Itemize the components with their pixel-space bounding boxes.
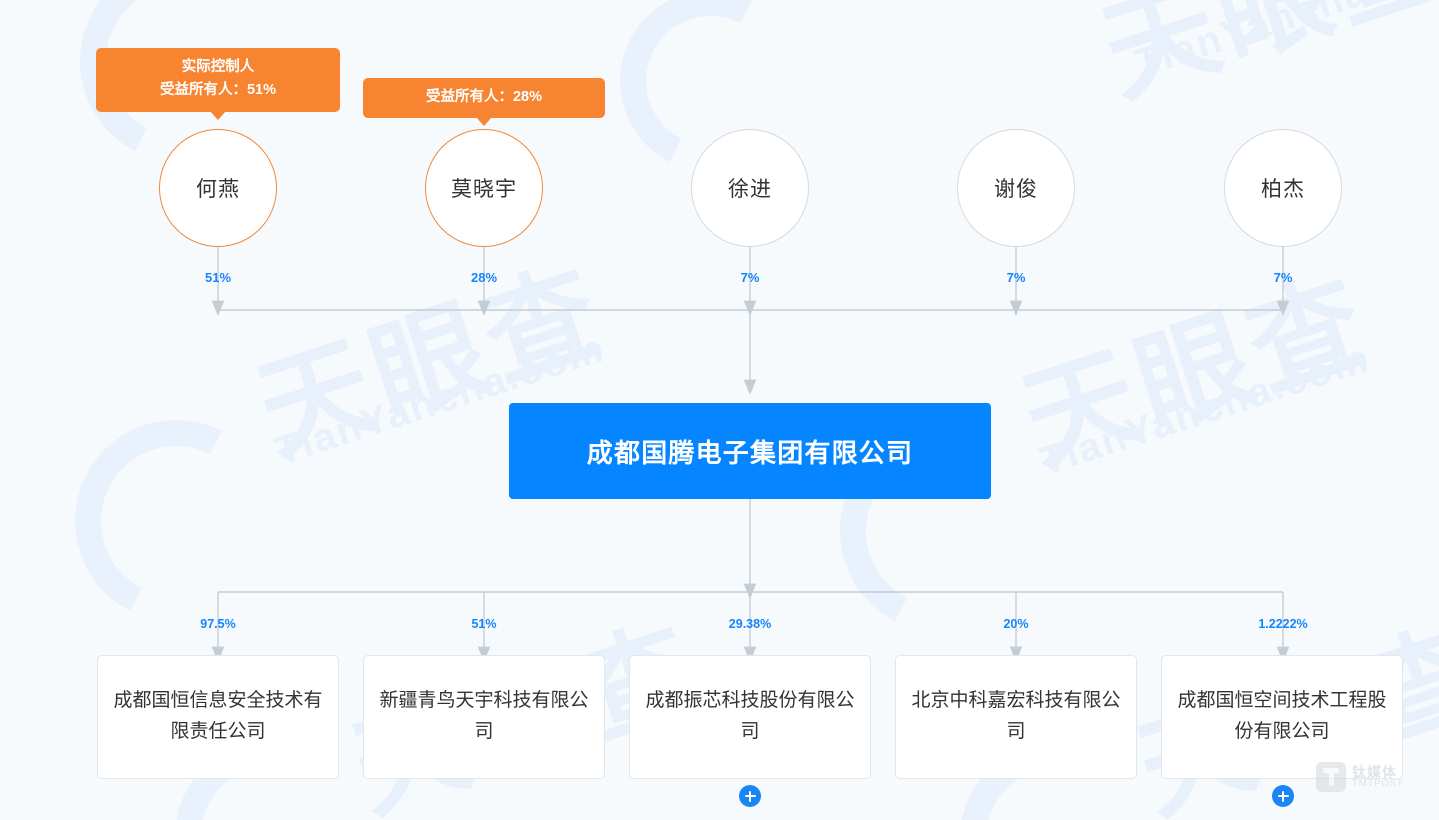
shareholder-name: 莫晓宇: [451, 178, 517, 201]
shareholder-node-xu-jin[interactable]: 徐进: [691, 129, 809, 247]
shareholder-node-he-yan[interactable]: 何燕: [159, 129, 277, 247]
subsidiary-node[interactable]: 成都振芯科技股份有限公司: [629, 655, 871, 779]
badge-pointer-icon: [210, 110, 226, 120]
shareholder-name: 何燕: [196, 178, 240, 201]
subsidiary-node[interactable]: 成都国恒空间技术工程股份有限公司: [1161, 655, 1403, 779]
subsidiary-name: 成都国恒空间技术工程股份有限公司: [1177, 690, 1387, 742]
expand-subsidiary-button[interactable]: [1272, 785, 1294, 807]
shareholder-node-bai-jie[interactable]: 柏杰: [1224, 129, 1342, 247]
tmtpost-logo-icon: [1316, 762, 1346, 792]
shareholder-name: 柏杰: [1261, 178, 1305, 201]
shareholder-percent-label: 51%: [204, 270, 232, 285]
shareholder-percent-label: 7%: [1273, 270, 1293, 285]
tianyancha-logo-watermark-icon: [48, 393, 304, 649]
badge-actual-controller: 实际控制人 受益所有人：51%: [96, 48, 340, 120]
shareholder-name: 谢俊: [994, 178, 1038, 201]
tmtpost-wordmark: 钛媒体 TMTPOST: [1352, 763, 1404, 790]
shareholder-percent-label: 28%: [470, 270, 498, 285]
badge-pointer-icon: [476, 117, 492, 127]
subsidiary-name: 北京中科嘉宏科技有限公司: [911, 690, 1121, 742]
subsidiary-node[interactable]: 成都国恒信息安全技术有限责任公司: [97, 655, 339, 779]
watermark-text-cn: 天眼查: [1008, 257, 1384, 486]
subsidiary-node[interactable]: 北京中科嘉宏科技有限公司: [895, 655, 1137, 779]
shareholder-name: 徐进: [728, 178, 772, 201]
subsidiary-name: 新疆青鸟天宇科技有限公司: [379, 690, 589, 742]
badge-beneficial-owner: 受益所有人：28%: [363, 78, 605, 127]
badge-line-1: 实际控制人: [181, 59, 255, 75]
tmtpost-name-en: TMTPOST: [1352, 778, 1404, 790]
subsidiary-percent-label: 51%: [471, 617, 497, 631]
subsidiary-percent-label: 1.2222%: [1258, 617, 1308, 631]
watermark-text-cn: 天眼查: [1088, 0, 1439, 118]
subsidiary-percent-label: 97.5%: [200, 617, 236, 631]
badge-line-2: 受益所有人：51%: [159, 82, 277, 99]
expand-subsidiary-button[interactable]: [739, 785, 761, 807]
subsidiary-percent-label: 29.38%: [728, 617, 772, 631]
tmtpost-watermark: 钛媒体 TMTPOST: [1316, 762, 1404, 792]
watermark-text-en: TianYancha.com: [1130, 0, 1439, 86]
watermark-text-en: TianYancha.com: [1035, 336, 1375, 484]
subsidiary-name: 成都国恒信息安全技术有限责任公司: [113, 690, 323, 742]
subsidiary-node[interactable]: 新疆青鸟天宇科技有限公司: [363, 655, 605, 779]
shareholder-percent-label: 7%: [1006, 270, 1026, 285]
shareholder-node-xie-jun[interactable]: 谢俊: [957, 129, 1075, 247]
central-company-node[interactable]: 成都国腾电子集团有限公司: [509, 403, 991, 499]
shareholder-node-mo-xiaoyu[interactable]: 莫晓宇: [425, 129, 543, 247]
badge-line-2: 受益所有人：28%: [425, 89, 543, 105]
shareholder-percent-label: 7%: [740, 270, 760, 285]
tmtpost-name-cn: 钛媒体: [1352, 763, 1397, 780]
central-company-name: 成都国腾电子集团有限公司: [586, 437, 914, 468]
subsidiary-percent-label: 20%: [1003, 617, 1029, 631]
subsidiary-name: 成都振芯科技股份有限公司: [645, 690, 855, 742]
